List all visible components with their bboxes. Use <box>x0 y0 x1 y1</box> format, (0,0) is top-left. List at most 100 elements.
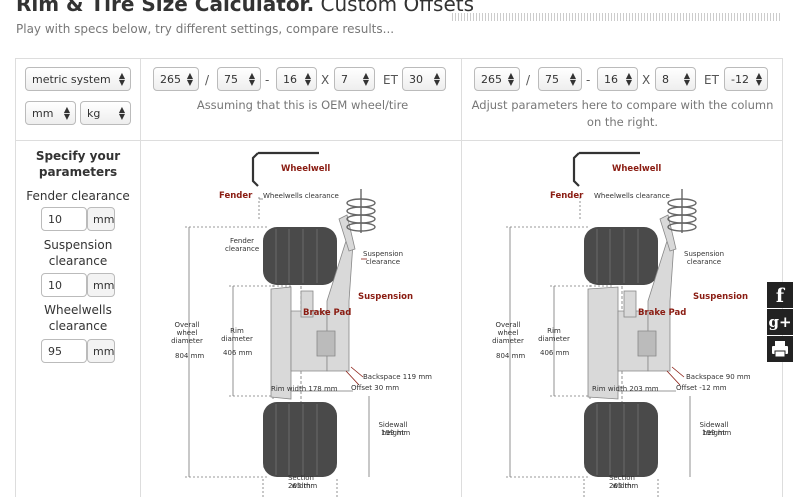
table-border <box>140 58 141 497</box>
right-width-select[interactable]: 265▲▼ <box>474 67 520 91</box>
left-ratio-select[interactable]: 75▲▼ <box>217 67 261 91</box>
backspace-label: Backspace 90 mm <box>686 373 751 381</box>
tire-top <box>263 227 337 285</box>
separator: / <box>526 73 531 87</box>
overall-diameter-label: Overall wheel diameter <box>171 321 203 345</box>
right-rim-width-select[interactable]: 8▲▼ <box>655 67 696 91</box>
wheelwells-unit: mm <box>87 339 115 363</box>
page-title: Rim & Tire Size Calculator. Custom Offse… <box>16 0 475 16</box>
section-width-label: Section width <box>608 474 635 490</box>
separator: - <box>265 73 270 87</box>
sidewall-height-label: Sidewall height <box>378 421 408 437</box>
fender-label: Fender <box>219 191 253 201</box>
suspension-clearance-input[interactable]: 10 <box>41 273 87 297</box>
separator: X <box>321 73 330 87</box>
unit-system-select[interactable]: metric system▲▼ <box>25 67 131 91</box>
brake-pad-label: Brake Pad <box>303 308 352 318</box>
wheelwell-label: Wheelwell <box>281 164 331 174</box>
tire-top <box>584 227 658 285</box>
brake-pad-label: Brake Pad <box>638 308 687 318</box>
select-arrows-icon: ▲▼ <box>683 71 690 87</box>
suspension-label: Suspension <box>693 292 748 302</box>
backspace-label: Backspace 119 mm <box>363 373 432 381</box>
sidewall-height-value: 199 mm <box>381 429 411 437</box>
table-border <box>461 58 462 497</box>
suspension-unit: mm <box>87 273 115 297</box>
right-note: Adjust parameters here to compare with t… <box>471 98 774 129</box>
offset-label: Offset -12 mm <box>676 384 727 392</box>
section-width-value: 265 mm <box>609 482 639 490</box>
table-border <box>15 58 16 497</box>
offset-label: Offset 30 mm <box>351 384 400 392</box>
separator: / <box>205 73 210 87</box>
section-width-label: Section width <box>287 474 314 490</box>
fender-clearance-input[interactable]: 10 <box>41 207 87 231</box>
print-icon <box>772 341 788 358</box>
select-arrows-icon: ▲▼ <box>118 71 125 87</box>
select-arrows-icon: ▲▼ <box>755 71 762 87</box>
google-plus-share-button[interactable]: g+ <box>767 309 793 335</box>
rim-diameter-value: 406 mm <box>223 349 253 357</box>
spring-icon <box>346 189 376 233</box>
google-plus-icon: g+ <box>768 313 792 331</box>
table-divider <box>15 140 783 141</box>
sidewall-height-value: 199 mm <box>702 429 732 437</box>
right-offset-select[interactable]: -12▲▼ <box>724 67 768 91</box>
section-width-value: 265 mm <box>288 482 318 490</box>
right-wheel-diagram <box>506 151 697 497</box>
wheelwells-clearance-label: Wheelwells clearance <box>44 303 112 333</box>
overall-diameter-value: 804 mm <box>175 352 205 360</box>
wheelwells-clearance-label: Wheelwells clearance <box>263 192 339 200</box>
rim-width-label: Rim width 203 mm <box>592 385 659 393</box>
tire-bottom <box>584 402 658 477</box>
right-ratio-select[interactable]: 75▲▼ <box>538 67 582 91</box>
params-title: Specify your parameters <box>35 149 121 179</box>
et-label: ET <box>704 73 719 87</box>
calculator-table <box>15 58 783 497</box>
fender-clearance-label: Fender clearance <box>26 189 130 203</box>
suspension-label: Suspension <box>358 292 413 302</box>
et-label: ET <box>383 73 398 87</box>
left-offset-select[interactable]: 30▲▼ <box>402 67 446 91</box>
left-diagram-labels: Wheelwell Fender Wheelwells clearance Fe… <box>141 141 462 497</box>
select-arrows-icon: ▲▼ <box>625 71 632 87</box>
left-rim-width-select[interactable]: 7▲▼ <box>334 67 375 91</box>
select-arrows-icon: ▲▼ <box>248 71 255 87</box>
left-width-select[interactable]: 265▲▼ <box>153 67 199 91</box>
separator: X <box>642 73 651 87</box>
tire-bottom <box>263 402 337 477</box>
select-arrows-icon: ▲▼ <box>569 71 576 87</box>
rim-diameter-label: Rim diameter <box>221 327 253 343</box>
rim-diameter-label: Rim diameter <box>538 327 570 343</box>
left-rim-select[interactable]: 16▲▼ <box>276 67 317 91</box>
select-arrows-icon: ▲▼ <box>63 105 70 121</box>
overall-diameter-value: 804 mm <box>496 352 526 360</box>
length-unit-select[interactable]: mm▲▼ <box>25 101 76 125</box>
wheelwell-label: Wheelwell <box>612 164 662 174</box>
sidewall-height-label: Sidewall height <box>699 421 729 437</box>
print-button[interactable] <box>767 336 793 362</box>
facebook-share-button[interactable]: f <box>767 282 793 308</box>
fender-clearance-label: Fender clearance <box>225 237 260 253</box>
select-arrows-icon: ▲▼ <box>507 71 514 87</box>
fender-unit: mm <box>87 207 115 231</box>
suspension-clearance-label: Suspension clearance <box>363 250 404 266</box>
wheelwells-clearance-input[interactable]: 95 <box>41 339 87 363</box>
select-arrows-icon: ▲▼ <box>118 105 125 121</box>
right-rim-select[interactable]: 16▲▼ <box>597 67 638 91</box>
spring-icon <box>667 189 697 233</box>
select-arrows-icon: ▲▼ <box>362 71 369 87</box>
rim-diameter-value: 406 mm <box>540 349 570 357</box>
overall-diameter-label: Overall wheel diameter <box>492 321 524 345</box>
title-hatch-decoration <box>452 13 782 21</box>
select-arrows-icon: ▲▼ <box>186 71 193 87</box>
weight-unit-select[interactable]: kg▲▼ <box>80 101 131 125</box>
select-arrows-icon: ▲▼ <box>304 71 311 87</box>
facebook-icon: f <box>775 285 785 307</box>
suspension-clearance-label: Suspension clearance <box>43 238 113 268</box>
suspension-clearance-label: Suspension clearance <box>684 250 725 266</box>
separator: - <box>586 73 591 87</box>
page-subtitle: Play with specs below, try different set… <box>16 22 395 36</box>
fender-label: Fender <box>550 191 584 201</box>
rim-width-label: Rim width 178 mm <box>271 385 338 393</box>
